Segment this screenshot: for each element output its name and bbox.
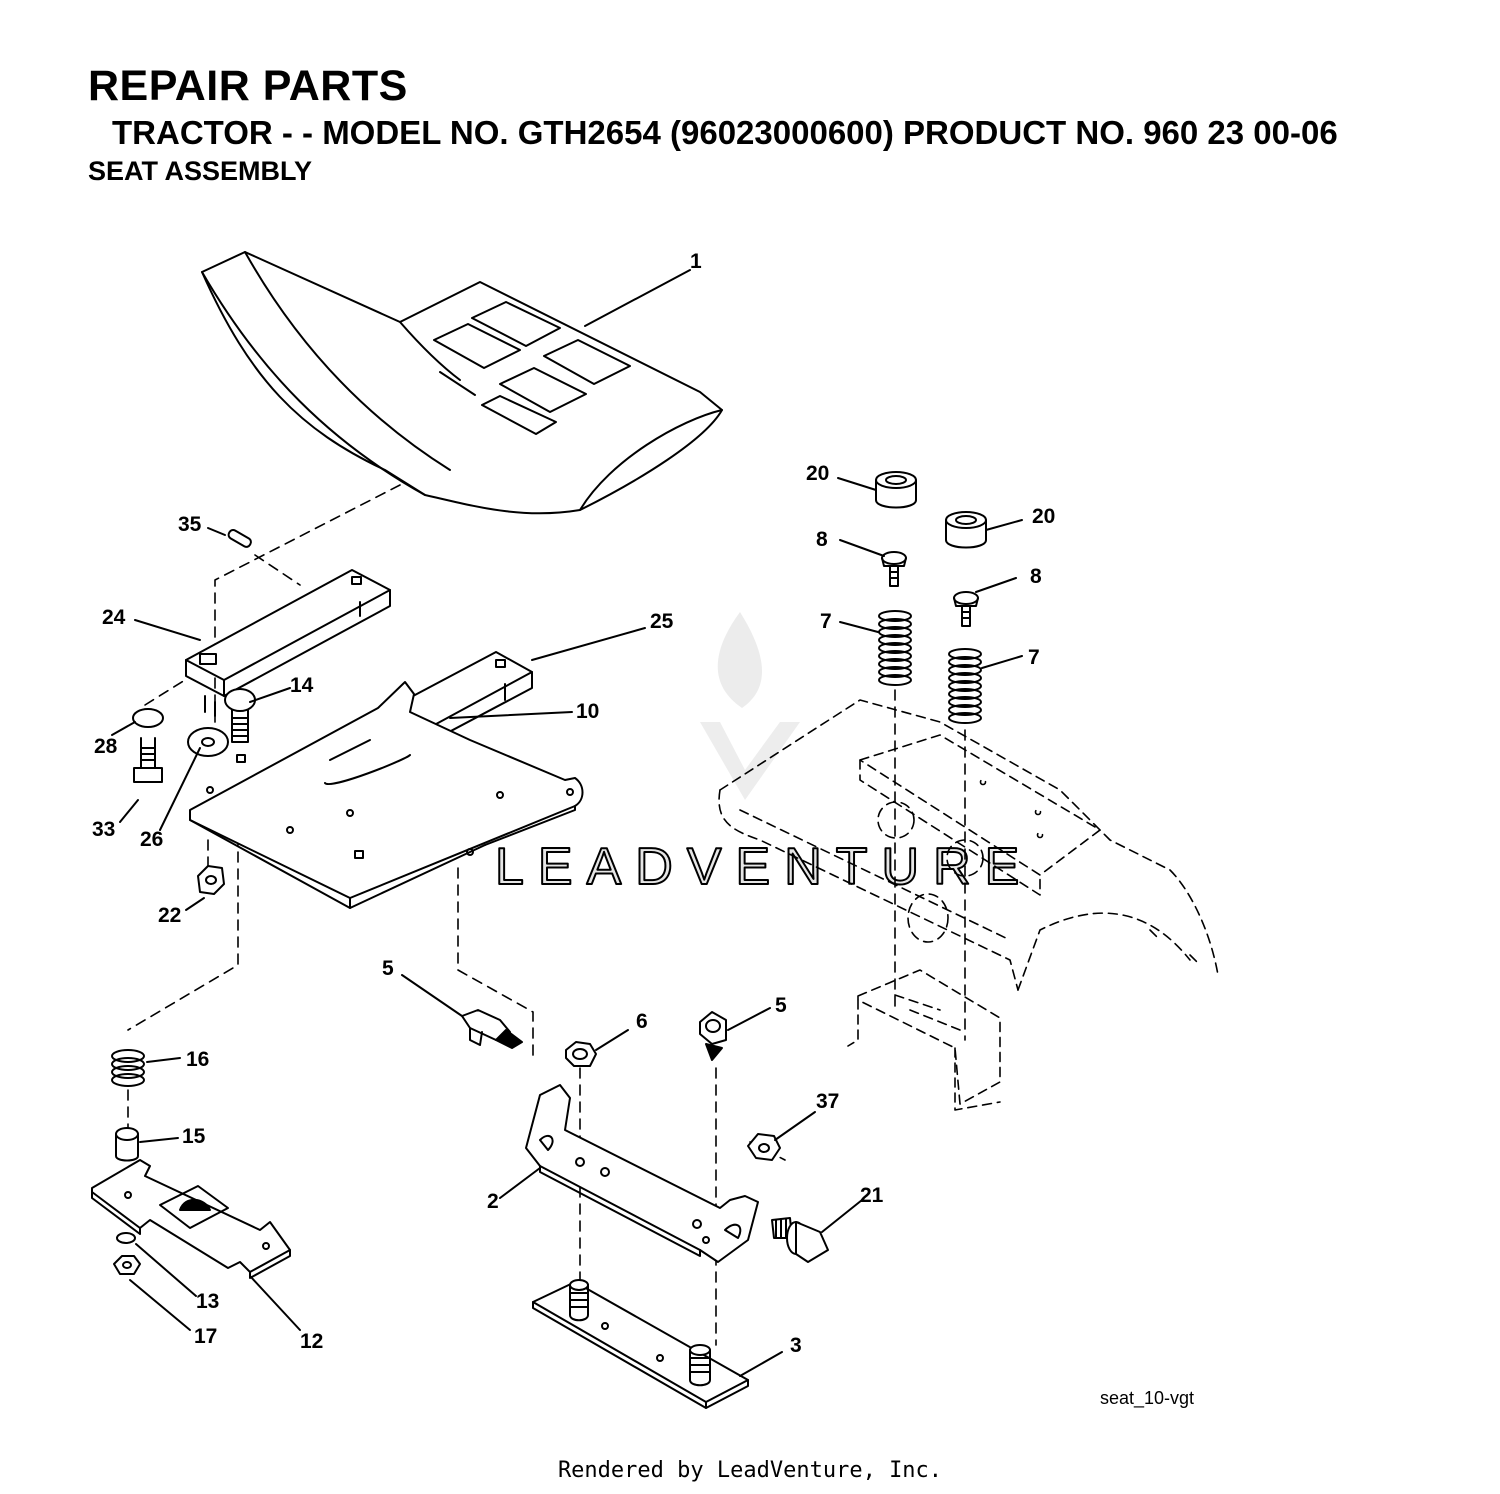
callout-20-right: 20 xyxy=(1032,505,1055,528)
leader-8-left xyxy=(839,539,885,557)
leader-5-right xyxy=(727,1007,771,1031)
callout-14: 14 xyxy=(290,674,314,697)
callout-8-right: 8 xyxy=(1030,565,1042,588)
leader-8-right xyxy=(975,577,1017,593)
leader-35 xyxy=(207,527,226,536)
spring-part-16 xyxy=(111,1049,145,1087)
callout-33: 33 xyxy=(92,818,115,841)
callout-26: 26 xyxy=(140,828,163,851)
callout-24: 24 xyxy=(102,606,126,629)
watermark-text: LEADVENTURE xyxy=(495,838,1033,896)
callout-17: 17 xyxy=(194,1325,217,1348)
callout-25: 25 xyxy=(650,610,674,633)
spring-part-7-right xyxy=(948,648,982,724)
leader-20-right xyxy=(985,519,1023,531)
callout-21: 21 xyxy=(860,1184,884,1207)
plate-part-12 xyxy=(91,1159,291,1279)
leader-24 xyxy=(134,619,201,641)
knob-part-8-left xyxy=(881,551,907,587)
callout-labels: 1 2 3 5 5 6 7 7 8 8 10 12 13 14 15 16 17… xyxy=(92,250,1055,1357)
leader-13 xyxy=(135,1243,197,1297)
callout-5-right: 5 xyxy=(775,994,787,1017)
shoulder-bolt-part-21 xyxy=(771,1217,829,1263)
spacer-part-20-right xyxy=(945,511,987,549)
spring-part-7-left xyxy=(878,610,912,686)
seat-part xyxy=(201,251,723,515)
leader-5-left xyxy=(401,974,463,1017)
nut-part-17 xyxy=(113,1255,141,1275)
carriage-bolt-part-14 xyxy=(224,688,256,743)
drawing-id: seat_10-vgt xyxy=(1100,1388,1195,1408)
callout-10: 10 xyxy=(576,700,599,723)
bolt-part-33 xyxy=(133,737,163,783)
leader-3 xyxy=(739,1351,783,1377)
leader-2 xyxy=(499,1167,541,1199)
leadventure-watermark-logo: LEADVENTURE xyxy=(494,612,1033,897)
seat-rail-part-24 xyxy=(185,569,391,717)
callout-13: 13 xyxy=(196,1290,219,1313)
nut-part-37 xyxy=(747,1133,781,1161)
footer-credit: Rendered by LeadVenture, Inc. xyxy=(557,1458,943,1483)
washer-part-13 xyxy=(116,1232,136,1244)
callout-20-left: 20 xyxy=(806,462,829,485)
leader-21 xyxy=(821,1199,863,1233)
section-title: SEAT ASSEMBLY xyxy=(88,156,313,186)
leader-7-left xyxy=(839,621,879,633)
callout-8-left: 8 xyxy=(816,528,828,551)
callout-3: 3 xyxy=(790,1334,802,1357)
leader-14 xyxy=(249,687,291,703)
callout-22: 22 xyxy=(158,904,181,927)
leader-26 xyxy=(159,747,201,831)
callout-28: 28 xyxy=(94,735,118,758)
leader-7-right xyxy=(981,655,1023,669)
callout-37: 37 xyxy=(816,1090,839,1113)
clip-part-5-right xyxy=(699,1011,727,1061)
callout-1: 1 xyxy=(690,250,702,273)
leader-20-left xyxy=(837,477,877,491)
leader-1 xyxy=(584,269,691,327)
callout-16: 16 xyxy=(186,1048,209,1071)
callout-7-left: 7 xyxy=(820,610,832,633)
bracket-part-2 xyxy=(525,1084,759,1263)
knob-part-8-right xyxy=(953,591,979,627)
fender-reference-dashed xyxy=(718,699,1219,1111)
alignment-lines xyxy=(127,484,966,1346)
callout-15: 15 xyxy=(182,1125,206,1148)
seat-pan-part-10 xyxy=(189,681,584,909)
leader-33 xyxy=(119,799,139,823)
callout-7-right: 7 xyxy=(1028,646,1040,669)
spacer-part-20-left xyxy=(875,471,917,509)
leader-28 xyxy=(111,721,136,736)
model-line: TRACTOR - - MODEL NO. GTH2654 (960230006… xyxy=(112,114,1338,151)
callout-35: 35 xyxy=(178,513,202,536)
leader-12 xyxy=(249,1275,301,1331)
leader-15 xyxy=(139,1137,179,1143)
page-title: REPAIR PARTS xyxy=(88,62,408,110)
washer-part-26 xyxy=(187,727,229,757)
nut-part-22 xyxy=(197,865,225,895)
leader-16 xyxy=(146,1057,181,1063)
pin-part-35 xyxy=(227,528,252,548)
nut-part-6 xyxy=(565,1041,597,1067)
leader-17 xyxy=(129,1279,191,1331)
callout-6: 6 xyxy=(636,1010,648,1033)
callout-12: 12 xyxy=(300,1330,323,1353)
leader-22 xyxy=(185,897,205,911)
stud-plate-part-3 xyxy=(532,1279,749,1409)
lock-washer-part-28 xyxy=(132,708,164,728)
callout-5-left: 5 xyxy=(382,957,394,980)
leader-37 xyxy=(774,1111,816,1141)
leader-25 xyxy=(531,627,646,661)
clip-part-5-left xyxy=(461,1009,523,1049)
leader-6 xyxy=(595,1029,629,1051)
callout-2: 2 xyxy=(487,1190,499,1213)
spacer-part-15 xyxy=(115,1127,139,1162)
leader-10 xyxy=(449,711,573,719)
